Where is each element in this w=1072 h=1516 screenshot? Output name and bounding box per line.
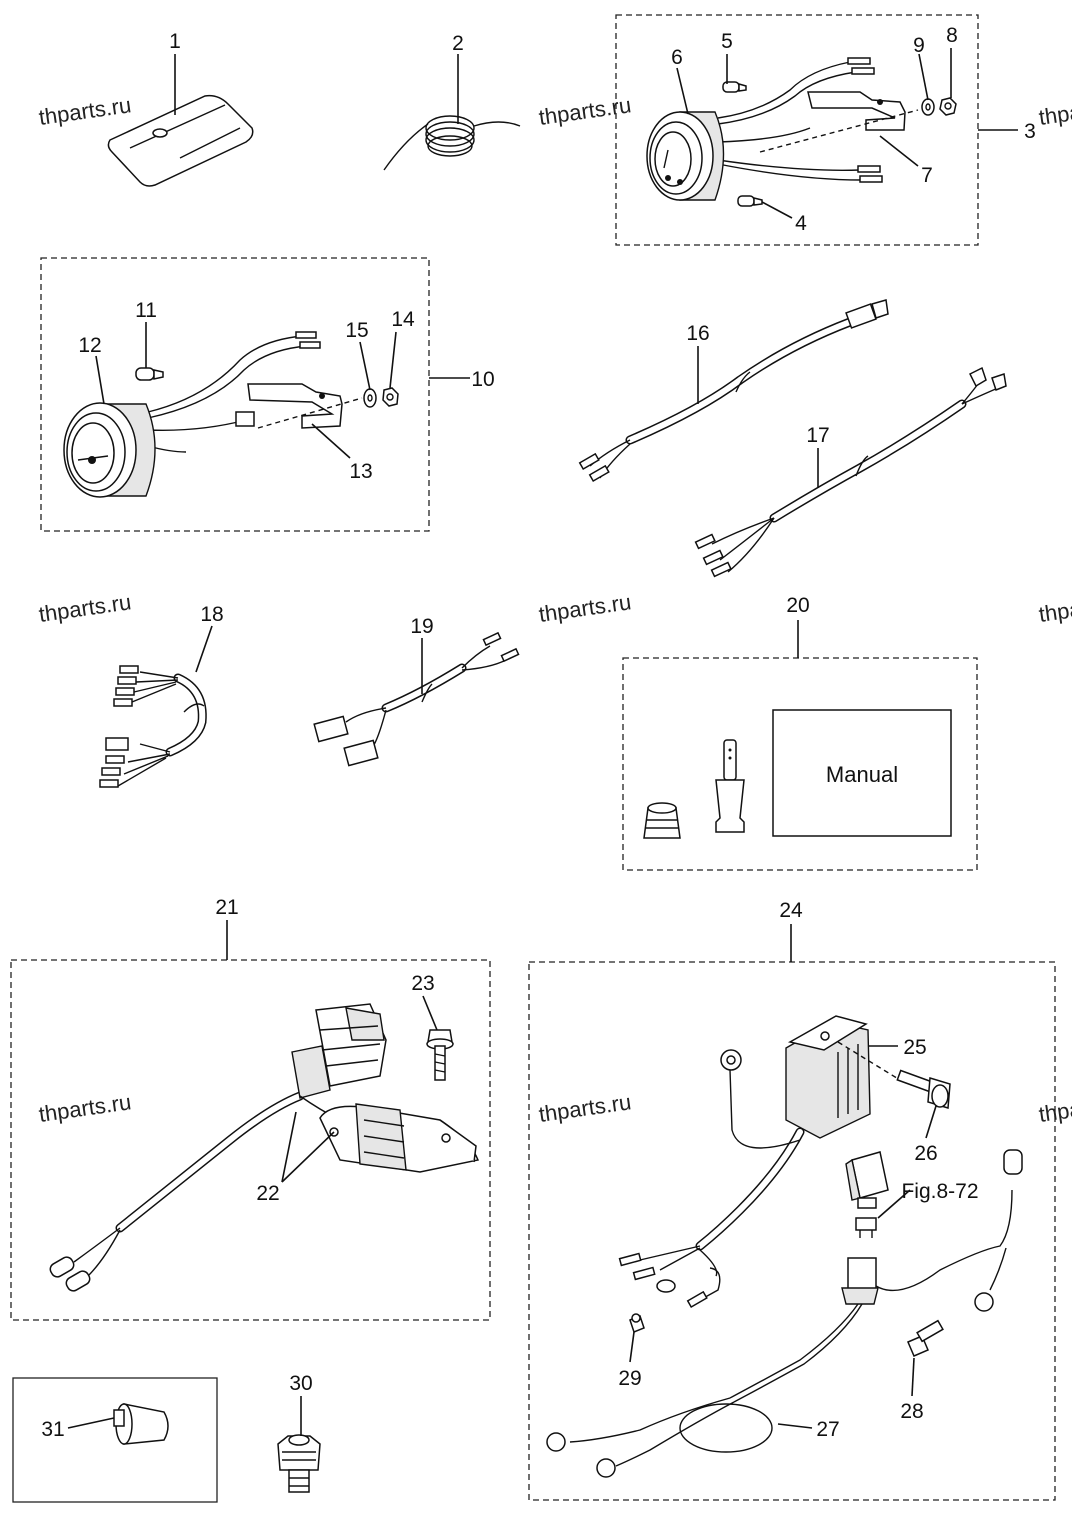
callout-1: 1: [169, 30, 181, 53]
part-30-fitting: [277, 1434, 321, 1493]
part-13-bracket: [247, 383, 363, 429]
part-28-bolt: [907, 1319, 944, 1357]
callout-31: 31: [41, 1418, 64, 1441]
callout-15: 15: [345, 319, 368, 342]
part-20-valve: [715, 739, 745, 833]
callout-2: 2: [452, 32, 464, 55]
callout-26: 26: [914, 1142, 937, 1165]
part-19-harness: [313, 631, 520, 767]
callout-7: 7: [921, 164, 933, 187]
part-16-extension-cable: [578, 299, 889, 482]
part-6-gauge: [646, 57, 883, 201]
callout-14: 14: [391, 308, 415, 331]
watermark-2: thparts.ru: [537, 92, 633, 130]
group-box-31: [12, 1377, 218, 1503]
part-25-rectifier-regulator: [618, 1015, 901, 1308]
callout-18: 18: [200, 603, 223, 626]
watermark-4: thparts.ru: [37, 589, 133, 627]
relay: [845, 1151, 889, 1209]
part-1-pouch: [107, 94, 254, 187]
watermark-5: thparts.ru: [537, 589, 633, 627]
callout-30: 30: [289, 1372, 312, 1395]
part-8-nut: [939, 97, 957, 116]
part-7-bracket: [759, 91, 919, 153]
callout-22: 22: [256, 1182, 279, 1205]
callout-29: 29: [618, 1367, 641, 1390]
figure-reference-label: Fig.8-72: [901, 1180, 978, 1203]
callout-13: 13: [349, 460, 372, 483]
part-4-bulb: [737, 195, 763, 207]
group-box-3: [615, 14, 979, 246]
part-17-extension-cable: [694, 366, 1007, 578]
callout-3: 3: [1024, 120, 1036, 143]
manual-label: Manual: [826, 762, 898, 787]
watermark-6: thparts.ru: [1037, 589, 1072, 627]
leader-lines: [67, 48, 1018, 1436]
callout-19: 19: [410, 615, 433, 638]
watermarks: thparts.ru thparts.ru thparts.ru thparts…: [37, 92, 1072, 1127]
callout-11: 11: [135, 299, 157, 322]
group-box-10: [40, 257, 430, 532]
part-23-bolt: [426, 1029, 454, 1081]
group-box-20: [622, 657, 978, 871]
callout-5: 5: [721, 30, 733, 53]
part-31-spacer: [113, 1403, 169, 1445]
callout-25: 25: [903, 1036, 926, 1059]
part-11-bulb: [135, 367, 164, 381]
part-5-bulb: [722, 81, 747, 93]
part-14-nut: [382, 387, 399, 407]
watermark-7: thparts.ru: [37, 1089, 133, 1127]
callout-9: 9: [913, 34, 925, 57]
watermark-3: thparts.ru: [1037, 92, 1072, 130]
callout-16: 16: [686, 322, 709, 345]
callout-23: 23: [411, 972, 434, 995]
part-20-grommet: [643, 802, 681, 839]
manual-book: Manual: [772, 709, 952, 837]
callout-27: 27: [816, 1418, 839, 1441]
callout-24: 24: [779, 899, 803, 922]
fuse: [855, 1217, 877, 1238]
part-22-coil-assembly: [49, 1003, 480, 1292]
callout-12: 12: [78, 334, 101, 357]
part-12-gauge: [63, 331, 321, 498]
group-box-24: [528, 961, 1056, 1501]
callout-20: 20: [786, 594, 809, 617]
watermark-8: thparts.ru: [537, 1089, 633, 1127]
callout-8: 8: [946, 24, 958, 47]
part-9-washer: [921, 98, 935, 116]
part-26-bolt: [896, 1069, 951, 1109]
callout-28: 28: [900, 1400, 923, 1423]
part-18-harness: [99, 665, 207, 788]
part-27-harness: [546, 1149, 1023, 1478]
part-15-washer: [363, 388, 377, 408]
part-29-terminal: [629, 1313, 645, 1333]
watermark-1: thparts.ru: [37, 92, 133, 130]
callout-6: 6: [671, 46, 683, 69]
callout-numbers: 1 2 3 4 5 6 7 8 9 10 11 12 13 14 15 16 1…: [41, 24, 1036, 1441]
callout-4: 4: [795, 212, 807, 235]
callout-17: 17: [806, 424, 829, 447]
callout-21: 21: [215, 896, 238, 919]
part-2-coiled-wire: [383, 115, 521, 171]
callout-10: 10: [471, 368, 494, 391]
